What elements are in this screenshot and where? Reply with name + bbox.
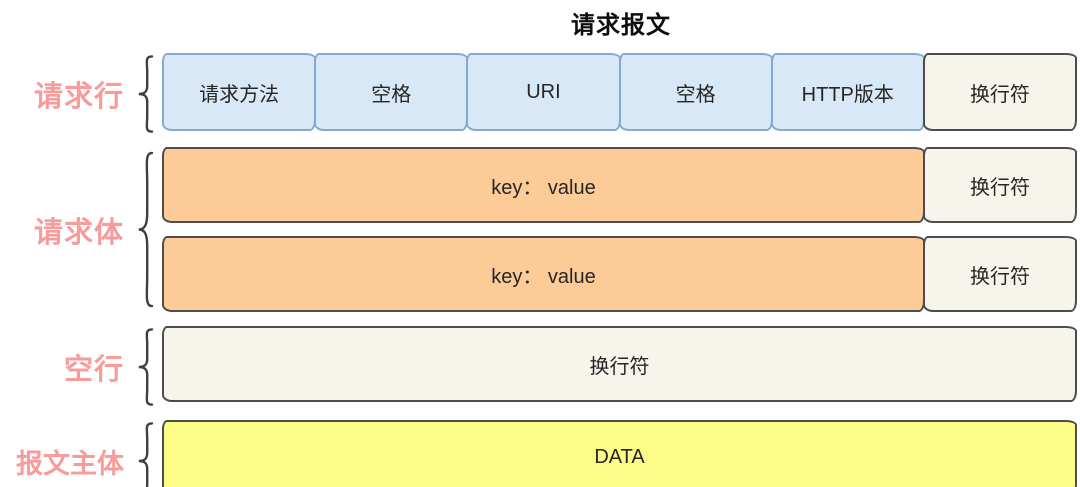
- field-cell: DATA: [162, 420, 1077, 487]
- section-label-message-body: 报文主体: [16, 448, 124, 479]
- field-cell: 空格: [314, 53, 469, 131]
- curly-brace-icon: [128, 326, 162, 408]
- curly-brace-icon: [128, 147, 162, 312]
- section-rows-blank-line: 换行符: [162, 326, 1077, 408]
- field-cell: 请求方法: [162, 53, 317, 131]
- field-cell: 空格: [618, 53, 773, 131]
- field-cell: HTTP版本: [770, 53, 925, 131]
- field-cell: key： value: [162, 236, 925, 312]
- section-label-request-line: 请求行: [33, 81, 124, 113]
- section-rows-message-body: DATA: [162, 420, 1077, 487]
- diagram-row: DATA: [162, 420, 1077, 487]
- section-message-body: 报文主体 DATA: [0, 420, 1080, 487]
- curly-brace-icon: [128, 420, 162, 487]
- diagram-row: 换行符: [162, 326, 1077, 402]
- section-blank-line: 空行 换行符: [0, 326, 1080, 408]
- diagram-title: 请求报文: [571, 12, 671, 39]
- field-cell: 换行符: [923, 236, 1077, 312]
- field-cell: 换行符: [922, 53, 1078, 131]
- section-label-request-body: 请求体: [33, 216, 124, 249]
- field-cell: key： value: [162, 147, 925, 223]
- section-label-blank-line: 空行: [63, 354, 124, 386]
- field-cell: 换行符: [923, 147, 1077, 223]
- field-cell: URI: [466, 53, 621, 131]
- curly-brace-icon: [128, 53, 162, 135]
- field-cell: 换行符: [162, 326, 1077, 402]
